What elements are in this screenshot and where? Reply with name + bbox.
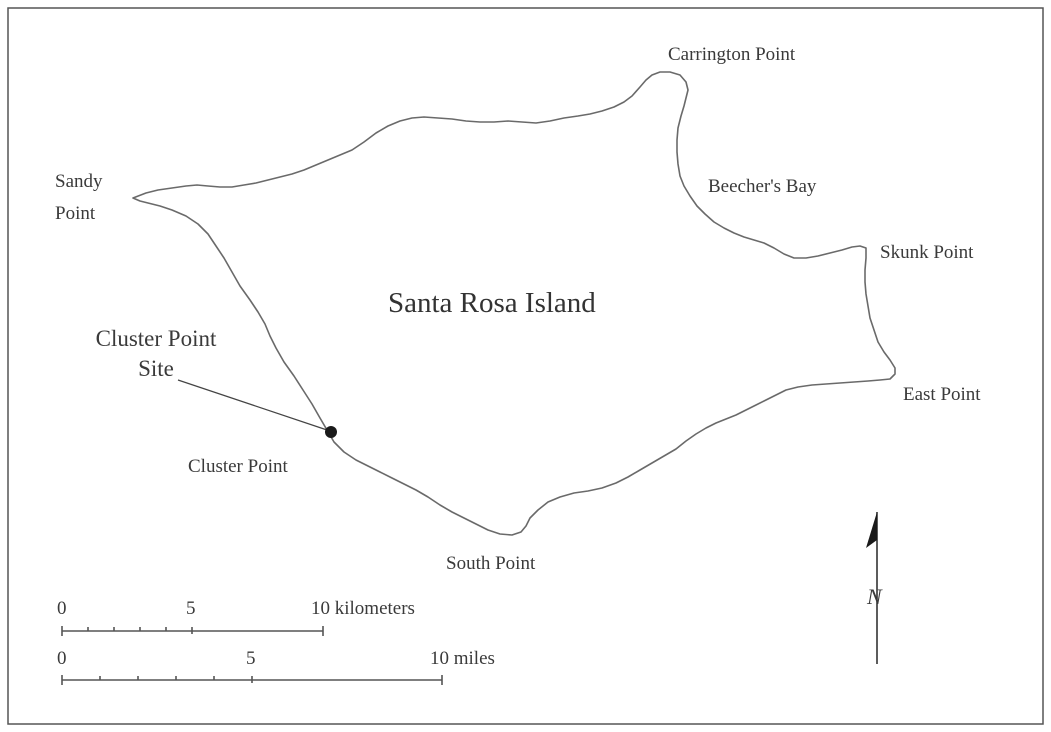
km-tick-10: 10 kilometers bbox=[311, 598, 415, 619]
label-south-point: South Point bbox=[446, 553, 536, 574]
mi-tick-0: 0 bbox=[57, 648, 67, 669]
label-sandy-point-line2: Point bbox=[55, 203, 96, 224]
label-beechers-bay: Beecher's Bay bbox=[708, 176, 817, 197]
site-label-line2: Site bbox=[138, 356, 174, 381]
scale-bar-miles: 0 5 10 miles bbox=[57, 648, 495, 685]
label-cluster-point: Cluster Point bbox=[188, 456, 288, 477]
label-sandy-point-line1: Sandy bbox=[55, 171, 103, 192]
site-leader-line bbox=[177, 379, 331, 432]
north-arrow-icon: N bbox=[866, 512, 883, 664]
map-frame bbox=[7, 7, 1044, 725]
site-label-line1: Cluster Point bbox=[96, 326, 217, 351]
island-title: Santa Rosa Island bbox=[388, 287, 596, 319]
label-east-point: East Point bbox=[903, 384, 981, 405]
mi-tick-5: 5 bbox=[246, 648, 256, 669]
km-tick-5: 5 bbox=[186, 598, 196, 619]
island-coastline bbox=[132, 71, 896, 536]
km-tick-0: 0 bbox=[57, 598, 67, 619]
scale-bar-kilometers: 0 5 10 kilometers bbox=[57, 598, 415, 636]
label-skunk-point: Skunk Point bbox=[880, 242, 974, 263]
mi-tick-10: 10 miles bbox=[430, 648, 495, 669]
site-marker bbox=[325, 426, 337, 438]
north-label: N bbox=[866, 584, 883, 609]
label-carrington-point: Carrington Point bbox=[668, 44, 796, 65]
